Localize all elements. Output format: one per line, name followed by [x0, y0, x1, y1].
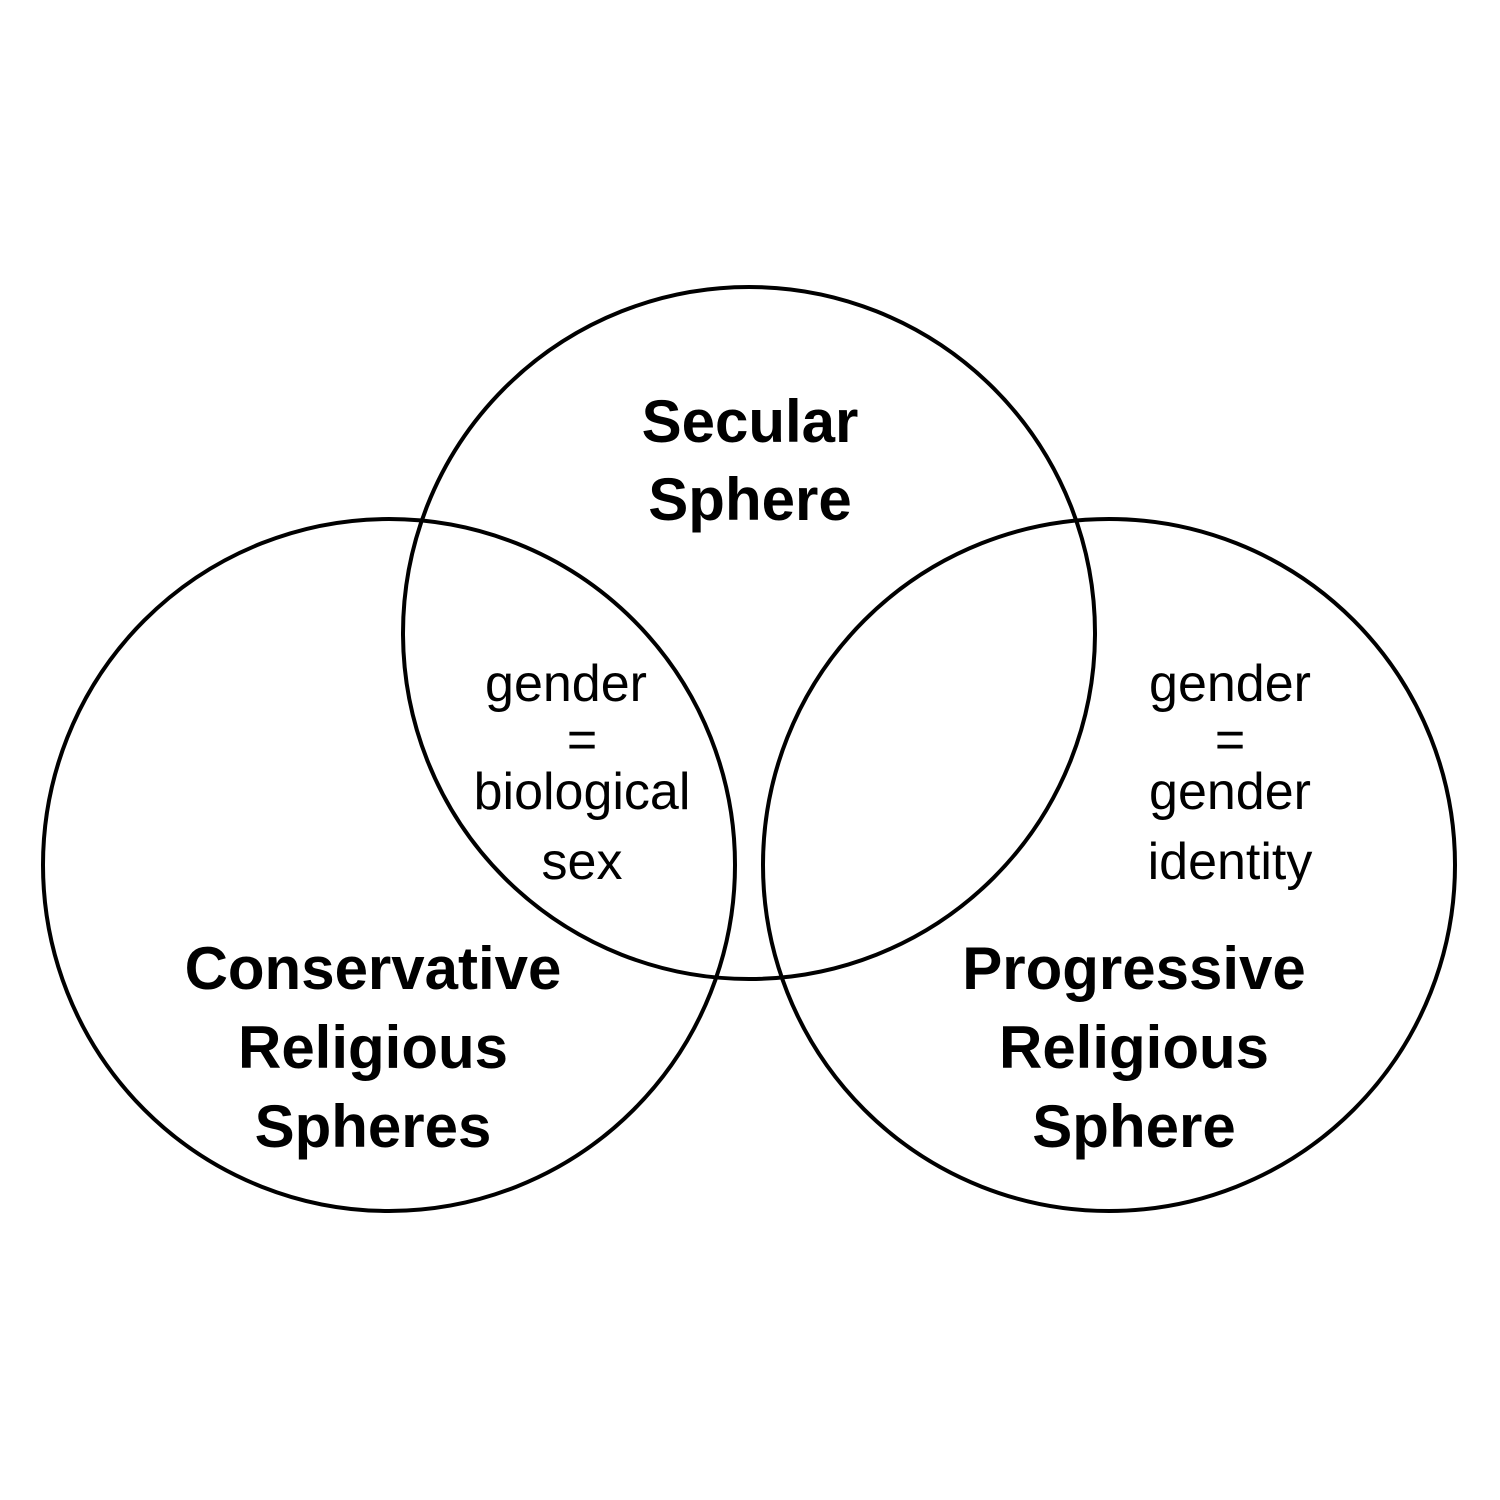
progressive-label-line-1: Progressive [962, 935, 1306, 1002]
progressive-region-line-3: gender [1149, 763, 1311, 821]
conservative-label-line-3: Spheres [255, 1093, 492, 1160]
conservative-sphere-label: Conservative Religious Spheres [185, 935, 562, 1160]
progressive-sphere-label: Progressive Religious Sphere [962, 935, 1306, 1160]
progressive-label-line-2: Religious [999, 1014, 1269, 1081]
secular-label-line-2: Sphere [648, 466, 851, 533]
secular-label-line-1: Secular [642, 388, 859, 455]
overlap-gender-biological-sex-label: gender = biological sex [474, 655, 691, 891]
progressive-sphere-circle [761, 517, 1457, 1213]
secular-sphere-label: Secular Sphere [642, 388, 859, 533]
secular-sphere-circle [401, 285, 1097, 981]
progressive-region-line-4: identity [1148, 833, 1313, 891]
conservative-sphere-circle [41, 517, 737, 1213]
overlap-line-3: biological [474, 763, 691, 821]
overlap-line-4: sex [542, 833, 623, 891]
conservative-label-line-2: Religious [238, 1014, 508, 1081]
progressive-label-line-3: Sphere [1032, 1093, 1235, 1160]
progressive-region-line-1: gender [1149, 655, 1311, 713]
progressive-region-line-2: = [1215, 711, 1245, 769]
overlap-line-2: = [567, 711, 597, 769]
conservative-label-line-1: Conservative [185, 935, 562, 1002]
progressive-gender-identity-label: gender = gender identity [1148, 655, 1313, 891]
overlap-line-1: gender [485, 655, 647, 713]
